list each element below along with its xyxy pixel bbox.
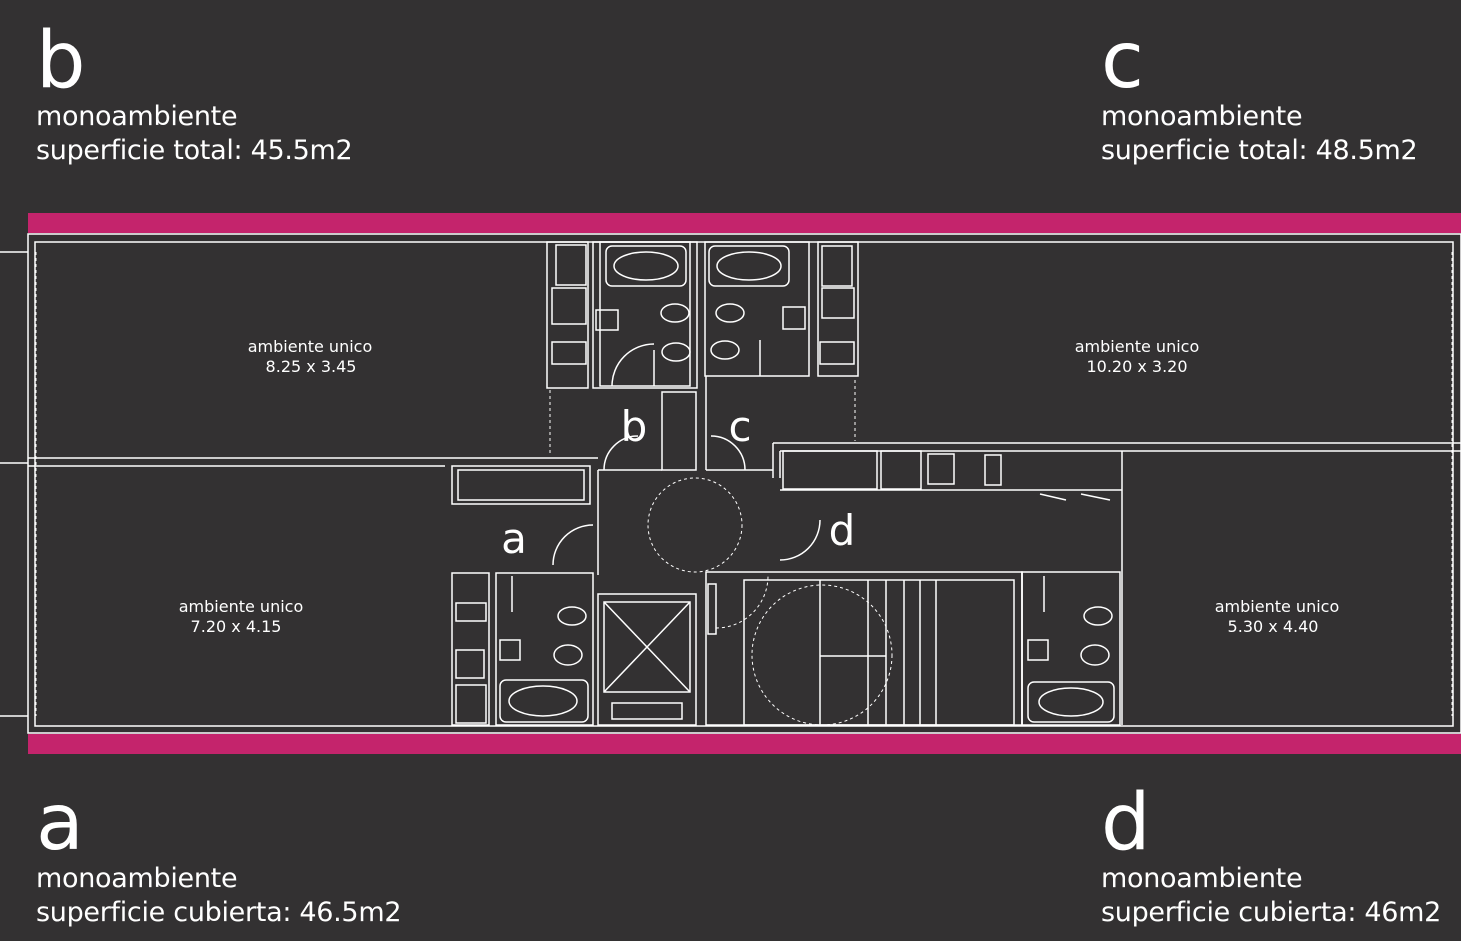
plan-mark-d: d	[829, 506, 856, 555]
room-b-dims: 8.25 x 3.45	[266, 357, 357, 376]
room-label-a: ambiente unico 7.20 x 4.15	[179, 597, 304, 636]
unit-d-type: monoambiente	[1101, 863, 1303, 894]
plan-dashed-lines	[35, 252, 1453, 726]
room-a-dims: 7.20 x 4.15	[191, 617, 282, 636]
room-label-b: ambiente unico 8.25 x 3.45	[248, 337, 373, 376]
room-d-dims: 5.30 x 4.40	[1228, 617, 1319, 636]
unit-b-area: superficie total: 45.5m2	[36, 135, 353, 166]
unit-c-area: superficie total: 48.5m2	[1101, 135, 1418, 166]
unit-a-type: monoambiente	[36, 863, 238, 894]
room-c-name: ambiente unico	[1075, 337, 1200, 356]
unit-c-letter: c	[1101, 16, 1144, 106]
room-label-d: ambiente unico 5.30 x 4.40	[1215, 597, 1340, 636]
plan-mark-a: a	[501, 514, 527, 563]
bottom-accent-band	[28, 734, 1461, 754]
unit-b-type: monoambiente	[36, 101, 238, 132]
room-c-dims: 10.20 x 3.20	[1086, 357, 1187, 376]
unit-d-header: d monoambiente superficie cubierta: 46m2	[1101, 784, 1441, 930]
unit-a-header: a monoambiente superficie cubierta: 46.5…	[36, 778, 402, 930]
plan-mark-c: c	[728, 402, 751, 451]
plan-walls	[0, 233, 1461, 734]
unit-c-header: c monoambiente superficie total: 48.5m2	[1101, 16, 1418, 168]
room-b-name: ambiente unico	[248, 337, 373, 356]
unit-a-area: superficie cubierta: 46.5m2	[36, 897, 402, 928]
room-label-c: ambiente unico 10.20 x 3.20	[1075, 337, 1200, 376]
room-a-name: ambiente unico	[179, 597, 304, 616]
plan-mark-b: b	[621, 402, 648, 451]
unit-b-letter: b	[36, 16, 86, 106]
unit-d-area: superficie cubierta: 46m2	[1101, 897, 1442, 928]
unit-a-letter: a	[36, 778, 84, 868]
unit-c-type: monoambiente	[1101, 101, 1303, 132]
room-d-name: ambiente unico	[1215, 597, 1340, 616]
unit-b-header: b monoambiente superficie total: 45.5m2	[36, 16, 353, 168]
unit-d-letter: d	[1101, 778, 1151, 868]
top-accent-band	[28, 213, 1461, 233]
